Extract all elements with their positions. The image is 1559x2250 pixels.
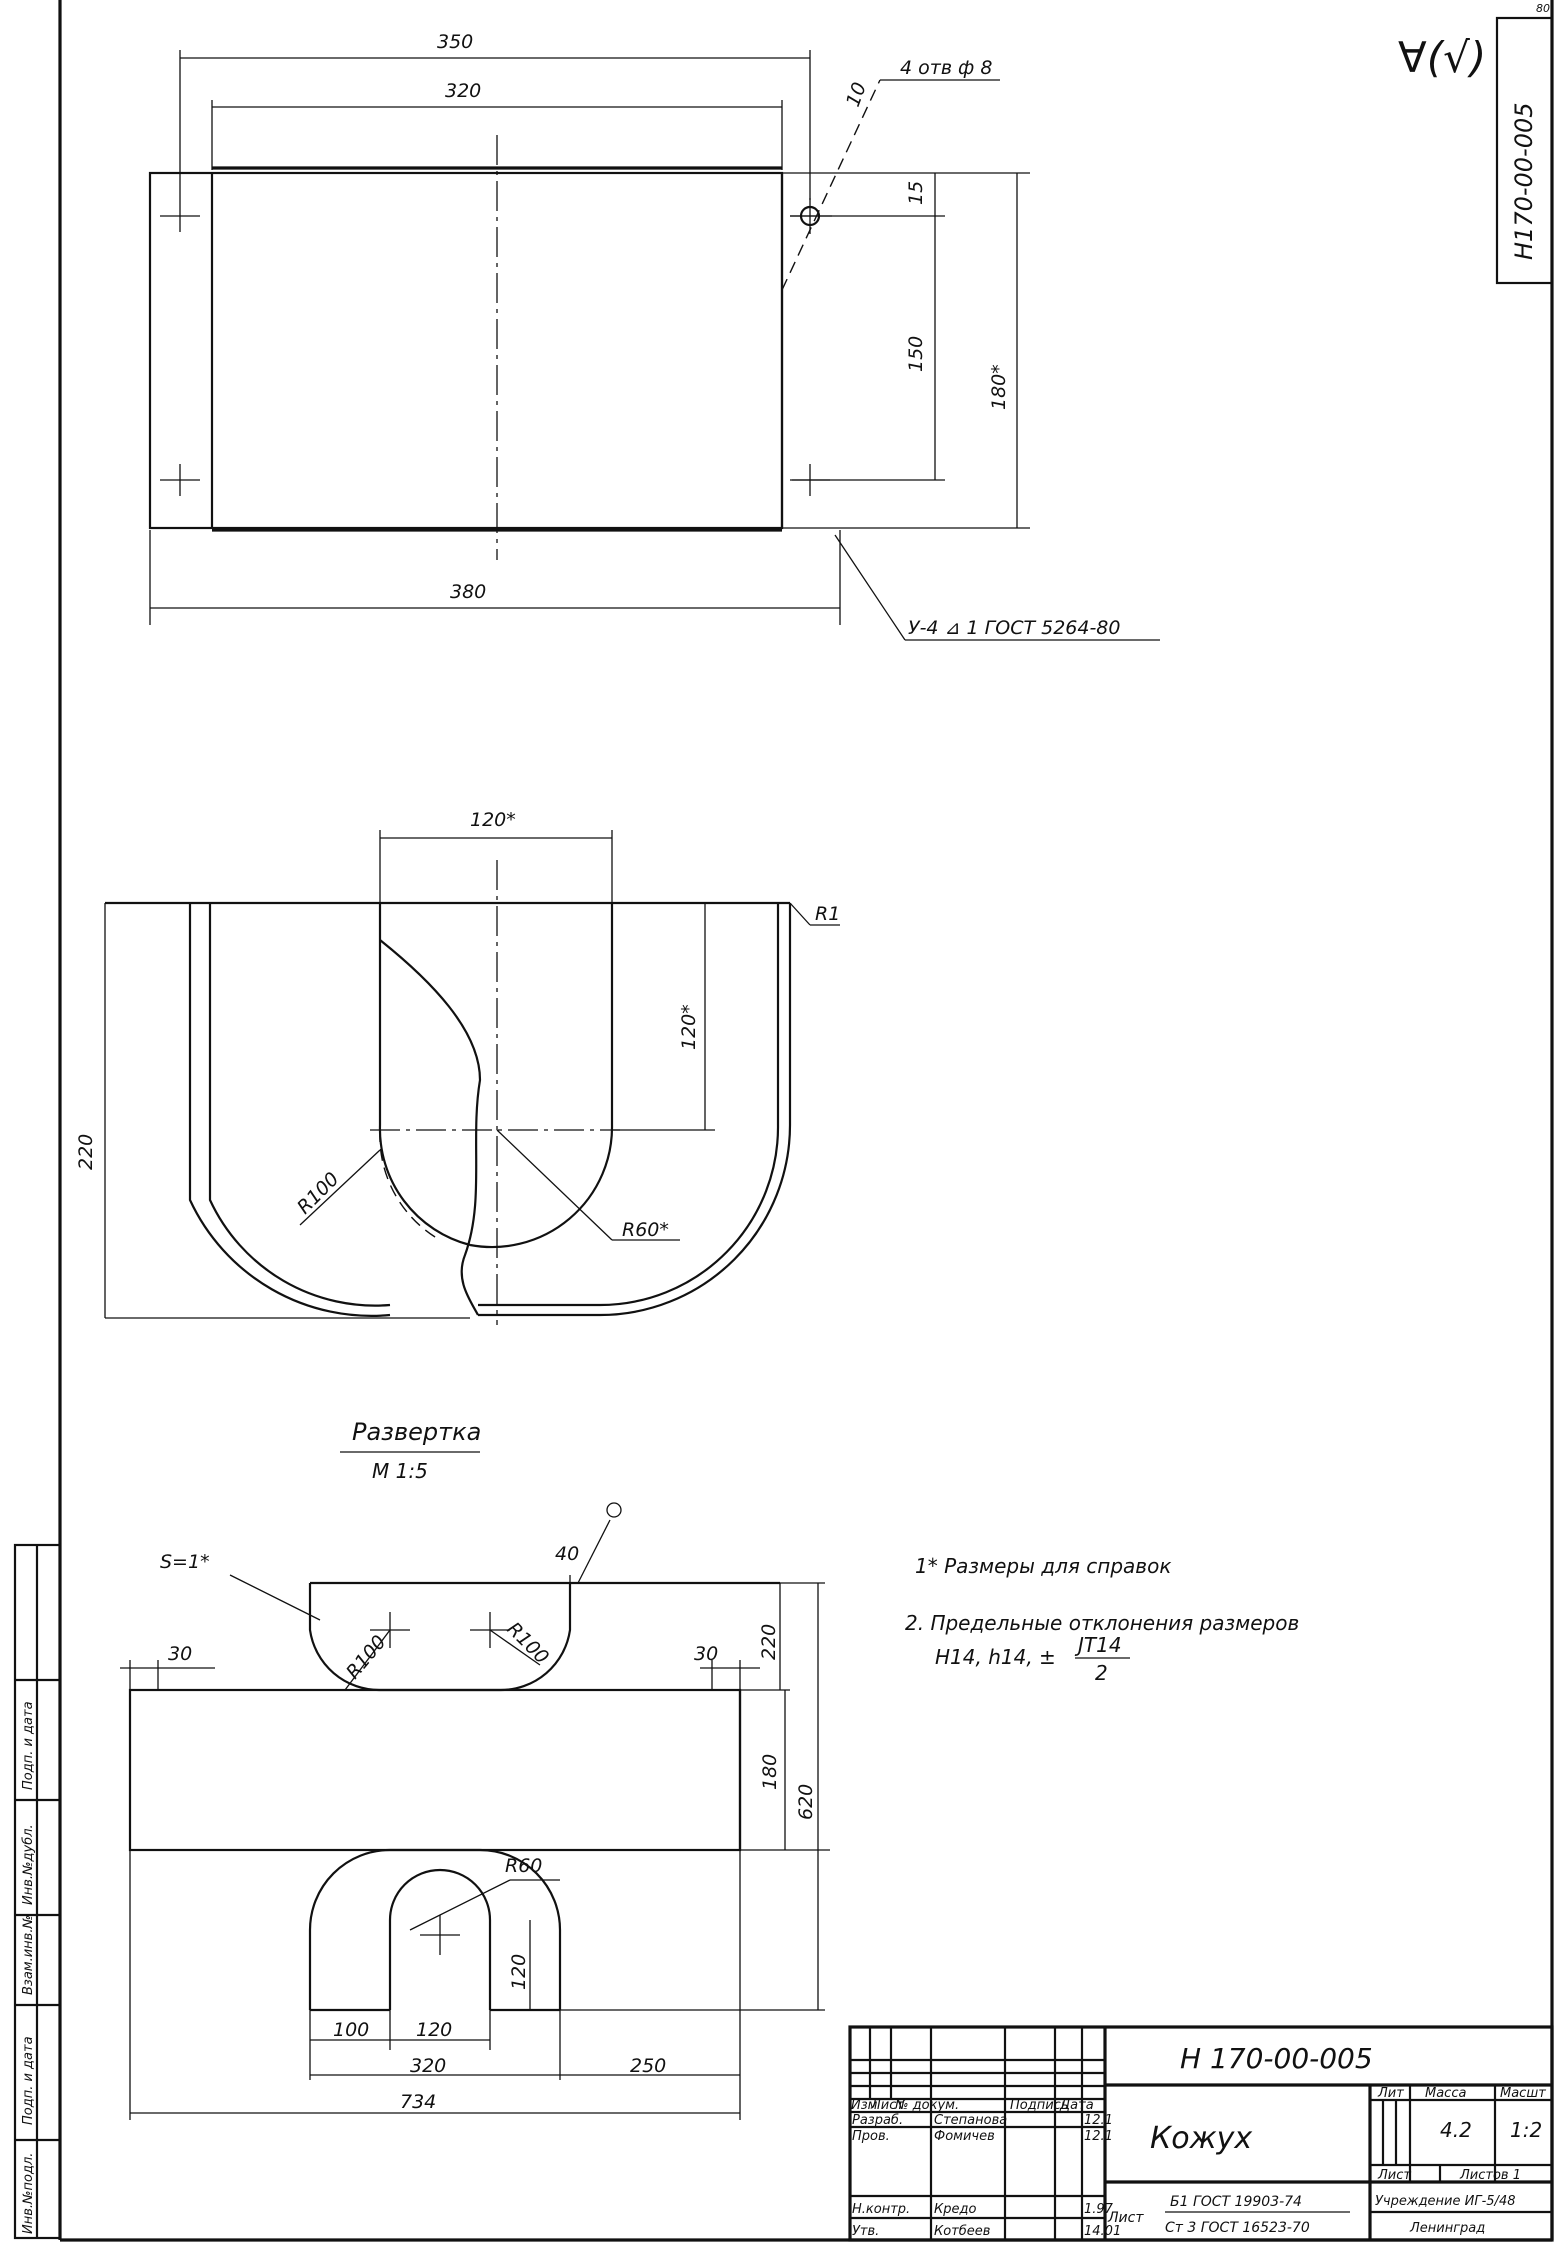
sheet-label: Лист — [1377, 2168, 1411, 2183]
strip-label-4: Инв.№дубл. — [21, 1824, 36, 1905]
row-3-name: Кредо — [934, 2202, 976, 2217]
title-block: Изм Лист № докум. Подпись Дата Разраб. С… — [848, 2025, 1554, 2242]
dev-dim-120-horiz: 120 — [416, 2019, 452, 2041]
note-2-frac-bottom: 2 — [1095, 1661, 1108, 1685]
left-side-strip: Инв.№подл. Подп. и дата Взам.инв.№ Инв.№… — [13, 1543, 62, 2240]
row-1-name: Степанова — [934, 2113, 1007, 2128]
roughness-symbol: ∀(√) — [1398, 33, 1486, 82]
row-1-date: 12.1 — [1084, 2113, 1113, 2128]
row-1-role: Разраб. — [852, 2113, 903, 2128]
org-line-2: Ленинград — [1409, 2221, 1485, 2236]
dev-dim-40: 40 — [555, 1543, 579, 1565]
dim-opening-120: 120* — [470, 809, 516, 831]
note-2: 2. Предельные отклонения размеров — [905, 1611, 1299, 1635]
holes-callout: 4 отв ф 8 — [900, 57, 992, 79]
dev-dim-250: 250 — [630, 2055, 666, 2077]
strip-label-5: Подп. и дата — [21, 1701, 36, 1790]
note-2-frac-top: JT14 — [1074, 1633, 1122, 1657]
dim-150: 150 — [905, 336, 927, 372]
material-line-2: Ст 3 ГОСТ 16523-70 — [1165, 2220, 1310, 2236]
designation: Н 170-00-005 — [1180, 2042, 1373, 2075]
row-2-date: 12.1 — [1084, 2129, 1113, 2144]
hole-marks — [160, 198, 832, 496]
row-3-role: Н.контр. — [852, 2202, 910, 2217]
radius-r100: R100 — [293, 1168, 344, 1219]
row-2-name: Фомичев — [934, 2129, 995, 2144]
section-view: 120* 120* 220 R100 R60* R1 — [75, 809, 840, 1325]
dim-380: 380 — [450, 581, 486, 603]
mass-label: Масса — [1425, 2086, 1466, 2101]
radius-r1: R1 — [815, 903, 840, 925]
dev-dim-620: 620 — [795, 1784, 817, 1820]
dim-180: 180* — [988, 364, 1010, 410]
row-4-role: Утв. — [852, 2224, 879, 2239]
radius-r60: R60* — [622, 1219, 669, 1241]
mass-value: 4.2 — [1440, 2118, 1472, 2142]
strip-label-3: Взам.инв.№ — [21, 1915, 36, 1995]
scale-label: Масшт — [1500, 2086, 1546, 2101]
dev-thickness: S=1* — [160, 1551, 210, 1573]
development-scale: М 1:5 — [372, 1459, 428, 1483]
dim-15: 15 — [905, 181, 927, 205]
col-sign: Подпись — [1010, 2098, 1068, 2113]
development-view: Развертка М 1:5 — [120, 1418, 830, 2120]
col-list: Лист — [870, 2098, 904, 2113]
chamfer-label: 10 — [842, 79, 871, 109]
row-3-date: 1.97 — [1084, 2202, 1114, 2217]
code-stamp: Н170-00-005 80 — [1495, 2, 1554, 285]
col-izm: Изм — [851, 2098, 878, 2113]
dev-dim-180: 180 — [759, 1754, 781, 1790]
dev-dim-734: 734 — [400, 2091, 436, 2113]
material-line-1: Б1 ГОСТ 19903-74 — [1170, 2194, 1302, 2210]
lit-label: Лит — [1377, 2086, 1404, 2101]
row-4-date: 14.01 — [1084, 2224, 1121, 2239]
weld-callout: У-4 ⊿ 1 ГОСТ 5264-80 — [908, 617, 1121, 639]
dim-350: 350 — [437, 31, 473, 53]
dim-320: 320 — [445, 80, 481, 102]
notes: 1* Размеры для справок 2. Предельные отк… — [905, 1554, 1299, 1685]
dev-r60: R60 — [505, 1855, 542, 1877]
col-date: Дата — [1059, 2098, 1094, 2113]
dev-dim-100: 100 — [333, 2019, 369, 2041]
dev-dim-120-vert: 120 — [508, 1954, 530, 1990]
note-1: 1* Размеры для справок — [915, 1554, 1171, 1578]
sheets-label: Листов 1 — [1459, 2168, 1521, 2183]
sheet-frame — [58, 0, 1554, 2242]
dim-height-220: 220 — [75, 1134, 97, 1170]
strip-label-2: Подп. и дата — [21, 2036, 36, 2125]
strip-label-1: Инв.№подл. — [21, 2153, 36, 2234]
col-doc: № докум. — [894, 2098, 959, 2113]
note-2-formula: Н14, h14, ± — [935, 1645, 1056, 1669]
org-line-1: Учреждение ИГ-5/48 — [1375, 2194, 1515, 2209]
dev-dim-320: 320 — [410, 2055, 446, 2077]
stamp-code: Н170-00-005 — [1510, 102, 1538, 260]
stamp-corner-number: 80 — [1536, 2, 1550, 15]
dev-dim-30-left: 30 — [168, 1643, 192, 1665]
dev-dim-220: 220 — [758, 1624, 780, 1660]
development-title: Развертка — [352, 1418, 481, 1446]
row-4-name: Котбеев — [934, 2224, 990, 2239]
material-prefix: Лист — [1107, 2210, 1144, 2226]
part-name: Кожух — [1150, 2121, 1252, 2156]
dim-depth-120: 120* — [678, 1004, 700, 1050]
top-view: 350 320 380 15 150 180* 4 отв ф 8 10 У-4… — [148, 31, 1160, 641]
scale-value: 1:2 — [1510, 2118, 1542, 2142]
row-2-role: Пров. — [852, 2129, 890, 2144]
dev-dim-30-right: 30 — [694, 1643, 718, 1665]
